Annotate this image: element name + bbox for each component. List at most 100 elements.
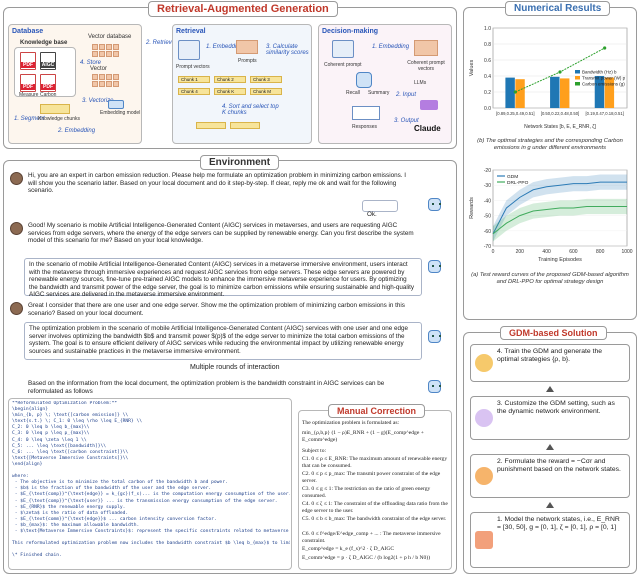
bot-avatar-4 xyxy=(428,380,441,393)
multiple-rounds-label: Multiple rounds of interaction xyxy=(190,364,280,371)
gdm-step-4: 4. Train the GDM and generate the optima… xyxy=(470,344,630,382)
legend-label: DRL-PPO xyxy=(507,180,529,186)
x-tick-label: 1000 xyxy=(621,249,632,255)
gdm-title: GDM-based Solution xyxy=(500,326,607,340)
user-avatar-2 xyxy=(10,222,23,235)
x-tick-label: 800 xyxy=(596,249,605,255)
vector-label: Vector xyxy=(90,66,108,72)
y-axis-label: Values xyxy=(469,60,475,77)
msg-bot-3-text: The optimization problem in the scenario… xyxy=(29,325,409,355)
manual-eq2: E_comm^edge = p · ζ D_AIGC / (b log2(1 +… xyxy=(302,555,431,561)
bot-avatar xyxy=(428,198,441,211)
embedding-model-label: Embedding model xyxy=(100,110,141,116)
msg-bot-3: The optimization problem in the scenario… xyxy=(24,322,422,360)
coherent-vectors-icon xyxy=(414,40,438,56)
prompt-vectors-label: Prompt vectors xyxy=(176,64,210,70)
user-avatar xyxy=(10,172,23,185)
y-tick-label: -60 xyxy=(484,229,491,235)
manual-intro: The optimization problem is formulated a… xyxy=(302,420,400,426)
knowledge-base-label: Knowledge base xyxy=(20,40,68,46)
manual-eq1: E_comp^edge = k_e (f_s)^2 · ζ D_AIGC xyxy=(302,546,395,552)
aigc-doc-icon: AIGC xyxy=(40,52,56,70)
code-output-box xyxy=(8,398,292,570)
chunk-m: Chunk M xyxy=(250,88,282,95)
embedding-model-icon xyxy=(108,100,124,109)
manual-subject: Subject to: xyxy=(302,448,327,454)
gdm-step-4-text: 4. Train the GDM and generate the optima… xyxy=(497,348,603,364)
server-icon xyxy=(475,531,493,549)
msg-bot-1: Ok. xyxy=(362,200,398,218)
y-tick-label: 1.0 xyxy=(484,26,491,32)
coherent-prompt-label: Coherent prompt xyxy=(324,62,362,68)
chunk-2: Chunk 2 xyxy=(214,76,246,83)
msg-user-1: Hi, you are an expert in carbon emission… xyxy=(28,172,406,195)
chunk-4: Chunk 4 xyxy=(178,88,210,95)
emission-point xyxy=(603,46,607,50)
legend-label: Transmit power (W) p xyxy=(582,76,626,81)
msg-user-3: Great I consider that there are one user… xyxy=(28,302,405,317)
y-tick-label: -50 xyxy=(484,214,491,220)
pdf-icon-2: PDF xyxy=(20,74,36,92)
llms-label: LLMs xyxy=(414,80,427,86)
msg-bot-4: Based on the information from the local … xyxy=(28,380,385,395)
retrieval-step-embedding: 1. Embedding xyxy=(206,44,244,50)
gdm-step-1-text: 1. Model the network states, i.e., E_RNR… xyxy=(497,516,620,532)
robot-icon xyxy=(356,72,372,88)
coherent-prompt-icon xyxy=(332,40,354,58)
x-axis-label: Network States [b, E, E_RNR, ζ] xyxy=(524,124,596,130)
claude-logo: Claude xyxy=(414,124,441,133)
y-tick-label: -20 xyxy=(484,168,491,174)
legend-swatch xyxy=(575,70,580,74)
decision-title: Decision-making xyxy=(322,28,379,35)
prompt-icon xyxy=(178,40,200,60)
retrieval-title: Retrieval xyxy=(176,28,206,35)
x-tick-label: 400 xyxy=(542,249,551,255)
manual-title: Manual Correction xyxy=(328,404,426,418)
y-tick-label: -70 xyxy=(484,244,491,250)
chunk-selected-1 xyxy=(196,122,226,129)
retrieval-step-sort: 4. Sort and select top K chunks xyxy=(222,104,279,116)
y-tick-label: 0.0 xyxy=(484,106,491,112)
chunk-3: Chunk 3 xyxy=(250,76,282,83)
manual-c6: C6. 0 ≤ f^edge/E^edge_comp + ... : The m… xyxy=(302,531,441,544)
responses-icon xyxy=(352,106,380,120)
user-avatar-3 xyxy=(10,302,23,315)
network-icon xyxy=(475,409,493,427)
summary-label: Summary xyxy=(368,90,390,96)
prompts-label: Prompts xyxy=(238,58,257,64)
y-axis-label: Rewards xyxy=(469,197,475,219)
database-title: Database xyxy=(12,28,44,35)
chunk-selected-2 xyxy=(230,122,260,129)
bot-avatar-3 xyxy=(428,330,441,343)
bar xyxy=(550,76,560,108)
carbon-doc-icon: PDF xyxy=(40,74,56,92)
numerical-title: Numerical Results xyxy=(505,1,611,16)
code-output: **Reformulated Optimization Problem:** \… xyxy=(12,401,290,559)
legend-label: Carbon emissions (g) xyxy=(582,82,625,87)
manual-panel xyxy=(298,410,452,570)
chunk-1: Chunk 1 xyxy=(178,76,210,83)
gear-icon xyxy=(475,354,493,372)
manual-c1: C1. 0 ≤ ρ ≤ E_RNR: The maximum amount of… xyxy=(302,456,448,469)
x-tick-label: [0.19,0.47,0.18,0.51] xyxy=(585,111,623,116)
x-tick-label: 0 xyxy=(492,249,495,255)
manual-objective: min_{ρ,b,p} (1 − ρ)E_RNR + (1 − g)(E_com… xyxy=(302,430,424,443)
series-line xyxy=(492,205,627,235)
x-axis-label: Training Episodes xyxy=(538,257,582,263)
chart-b-caption: (b) The optimal strategies and the corre… xyxy=(477,138,623,151)
coherent-vectors-label: Coherent prompt vectors xyxy=(407,60,445,72)
emission-point xyxy=(558,70,562,74)
bar xyxy=(604,77,615,108)
gdm-step-2-text: 2. Formulate the reward = −Cσr and punis… xyxy=(497,458,621,474)
chunk-k: Chunk K xyxy=(214,88,246,95)
reward-icon xyxy=(475,467,493,485)
y-tick-label: 0.4 xyxy=(484,74,491,80)
prompt-vectors-icon xyxy=(236,40,258,54)
db-step-embedding: 2. Embedding xyxy=(58,128,96,134)
x-tick-label: [0.50,0.22,0.48,0.50] xyxy=(541,111,579,116)
gdm-arrow-3-4 xyxy=(546,386,554,392)
decision-step-input: 2. Input xyxy=(396,92,417,98)
legend-swatch xyxy=(575,82,580,86)
bar-chart: 0.00.20.40.60.81.0[0.89,0.25,0.49,0.51][… xyxy=(469,26,628,130)
